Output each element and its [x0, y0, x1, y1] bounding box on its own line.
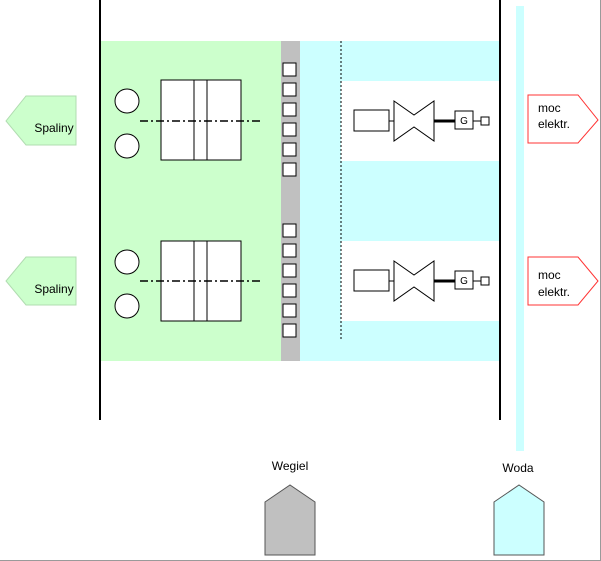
water-input-arrow: [493, 484, 545, 556]
burner-circle: [114, 293, 140, 319]
generator-label: G: [460, 276, 468, 287]
feed-square: [282, 62, 297, 77]
turbine-group-bottom: G: [353, 260, 490, 302]
burner-circle: [114, 133, 140, 159]
coal-feed-top: [282, 62, 297, 177]
boiler-box: [160, 79, 242, 161]
turbine-icon: [393, 100, 435, 142]
power-label: elektr.: [538, 117, 570, 131]
water-column: [516, 6, 524, 451]
power-arrow-top: moc elektr.: [527, 94, 599, 144]
boiler-unit-top: [114, 79, 262, 161]
coal-column: [281, 41, 300, 361]
feed-square: [282, 303, 297, 318]
feed-square: [282, 142, 297, 157]
condenser-box: [353, 109, 390, 132]
feed-square: [282, 82, 297, 97]
coal-feed-bottom: [282, 223, 297, 338]
water-label: Woda: [502, 461, 533, 475]
feed-square: [282, 283, 297, 298]
coal-label: Wegiel: [272, 459, 308, 473]
output-terminal: [480, 116, 490, 126]
exhaust-arrow-top: Spaliny: [5, 95, 77, 146]
generator-icon: [454, 270, 474, 290]
boiler-unit-bottom: [114, 240, 262, 322]
feed-square: [282, 102, 297, 117]
burner-circle: [114, 249, 140, 275]
feed-square: [282, 323, 297, 338]
exhaust-arrow-bottom: Spaliny: [5, 256, 77, 306]
exhaust-label: Spaliny: [34, 282, 73, 296]
power-label: elektr.: [538, 285, 570, 299]
feed-square: [282, 223, 297, 238]
exhaust-label: Spaliny: [34, 121, 73, 135]
generator-label: G: [460, 116, 468, 127]
generator-icon: [454, 110, 474, 130]
output-terminal: [480, 276, 490, 286]
feed-square: [282, 162, 297, 177]
power-label: moc: [538, 101, 561, 115]
turbine-icon: [393, 260, 435, 302]
power-label: moc: [538, 268, 561, 282]
feed-square: [282, 243, 297, 258]
burner-circle: [114, 88, 140, 114]
coal-input-arrow: [264, 484, 316, 556]
power-arrow-bottom: moc elektr.: [527, 256, 599, 306]
feed-square: [282, 263, 297, 278]
feed-square: [282, 122, 297, 137]
turbine-group-top: G: [353, 100, 490, 142]
condenser-box: [353, 269, 390, 292]
